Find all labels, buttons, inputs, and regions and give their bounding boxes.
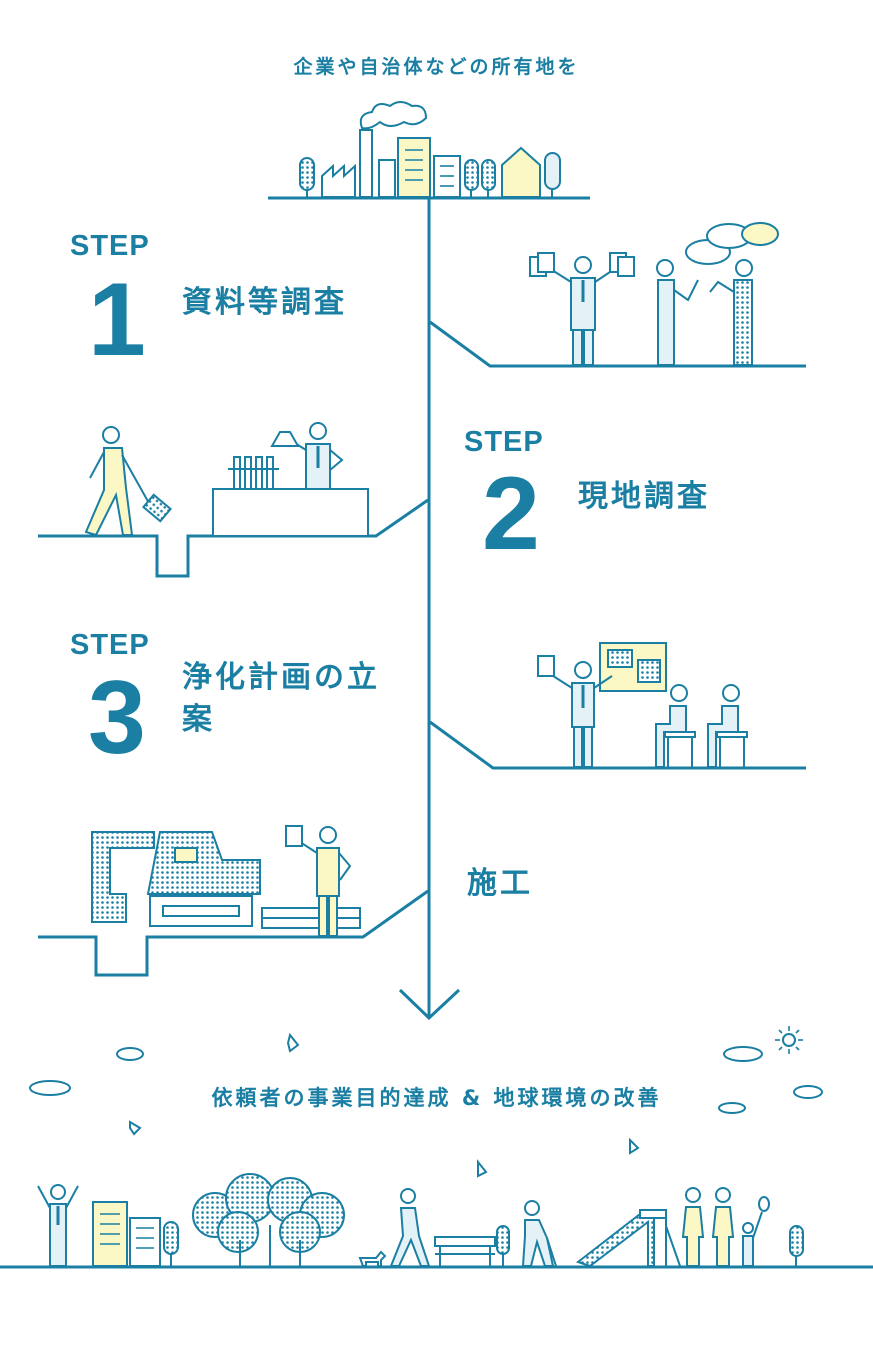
presenter xyxy=(537,655,613,768)
forest-illustration xyxy=(192,1173,345,1266)
step3-planning-illustration xyxy=(429,642,806,770)
building-icon xyxy=(378,159,396,198)
step1-title: 資料等調査 xyxy=(182,285,347,320)
person-talking xyxy=(656,259,699,366)
bench-icon xyxy=(434,1236,496,1266)
construction-worker xyxy=(285,825,352,937)
step2-label: STEP xyxy=(464,426,544,458)
document-icon xyxy=(617,256,635,277)
elderly-person-with-cane xyxy=(521,1200,557,1267)
step2-field-survey-illustration xyxy=(38,422,429,578)
construction-illustration xyxy=(38,825,429,977)
family-couple xyxy=(681,1187,735,1267)
child-with-balloon xyxy=(742,1196,770,1267)
balloon-icon xyxy=(758,1196,770,1212)
intro-caption: 企業や自治体などの所有地を xyxy=(293,56,580,78)
tree-icon xyxy=(544,152,561,198)
house-icon xyxy=(501,146,541,198)
dog-icon xyxy=(358,1250,387,1267)
step2-title: 現地調査 xyxy=(578,479,710,514)
bird-icon xyxy=(129,1120,142,1136)
tree-icon xyxy=(481,159,496,198)
step3-number: 3 xyxy=(88,660,146,776)
sun-icon xyxy=(775,1026,803,1054)
tree-icon xyxy=(299,157,315,198)
playground-slide-icon xyxy=(575,1209,681,1268)
factory-icon xyxy=(321,163,356,198)
scientist-with-flask xyxy=(270,422,344,490)
tree-icon xyxy=(496,1225,510,1266)
step2-number: 2 xyxy=(482,456,540,572)
bird-icon xyxy=(477,1159,488,1178)
shovel-icon xyxy=(142,493,172,523)
lab-bench xyxy=(212,488,369,537)
flask-icon xyxy=(270,431,300,447)
step1-number: 1 xyxy=(88,262,146,378)
speech-bubble-icon xyxy=(741,222,779,246)
cloud-icon xyxy=(29,1080,71,1096)
cloud-icon xyxy=(793,1085,823,1099)
person-holding-documents xyxy=(529,252,635,366)
bird-icon xyxy=(629,1137,640,1155)
excavator-body xyxy=(146,831,261,895)
sky-decorations xyxy=(29,1026,823,1178)
step1-research-illustration xyxy=(429,222,806,368)
cloud-icon xyxy=(723,1046,763,1062)
excavator-arm xyxy=(91,831,155,923)
outcome-caption: 依頼者の事業目的達成 & 地球環境の改善 xyxy=(211,1086,662,1110)
tree-icon xyxy=(163,1221,179,1266)
chimney-icon xyxy=(359,129,373,198)
bird-icon xyxy=(286,1032,300,1053)
document-icon xyxy=(537,655,555,677)
park-scene-illustration xyxy=(0,1173,873,1269)
cloud-icon xyxy=(718,1102,746,1114)
walking-person xyxy=(389,1188,431,1267)
cloud-icon xyxy=(116,1047,144,1061)
building-icon xyxy=(129,1217,161,1267)
cheering-person xyxy=(37,1184,79,1267)
tree-icon xyxy=(789,1225,804,1266)
step1-label: STEP xyxy=(70,230,150,262)
smoke-cloud-icon xyxy=(359,101,428,130)
worker-digging xyxy=(84,426,172,537)
steel-plate xyxy=(261,907,361,919)
construction-title: 施工 xyxy=(467,866,533,901)
step3-label: STEP xyxy=(70,629,150,661)
building-icon xyxy=(397,137,431,198)
document-icon xyxy=(285,825,303,847)
step3-title: 浄化計画の立案 xyxy=(182,660,380,737)
test-tubes-icon xyxy=(228,456,279,490)
tree-icon xyxy=(464,159,479,198)
person-talking-dotted xyxy=(709,259,753,366)
city-skyline-illustration xyxy=(268,101,590,200)
timeline-line xyxy=(398,198,461,1021)
document-icon xyxy=(537,252,555,273)
seated-audience xyxy=(655,684,748,768)
